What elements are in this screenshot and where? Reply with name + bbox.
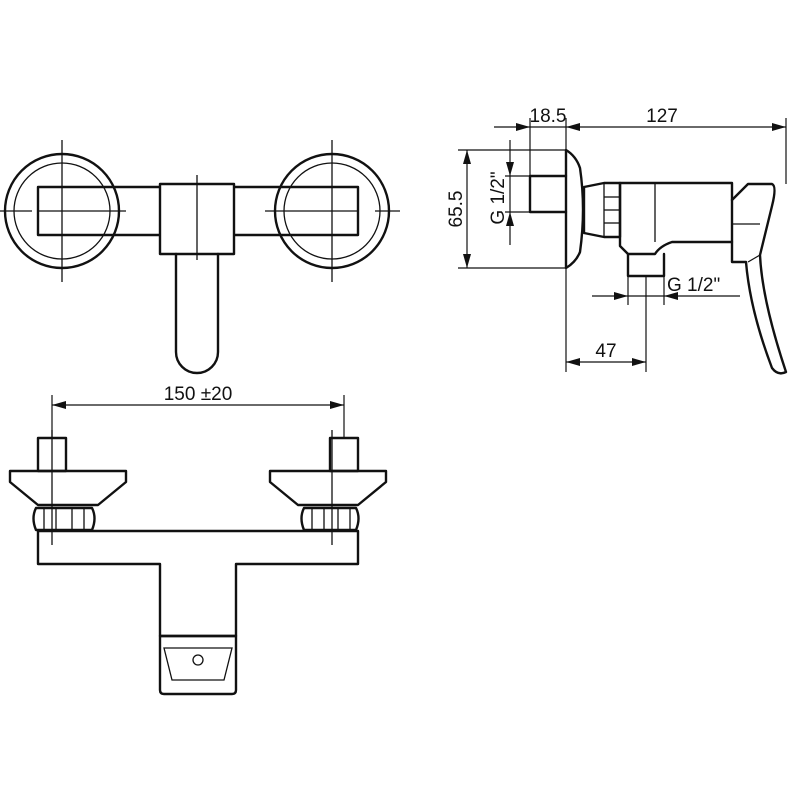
dimension-47: 47: [565, 268, 647, 372]
side-wall-flange: [564, 148, 585, 270]
dimension-label-47: 47: [595, 341, 616, 362]
top-lever-handle: [174, 252, 220, 375]
dimension-label-65-5: 65.5: [446, 191, 467, 228]
dimension-outlet-thread: G 1/2": [592, 275, 740, 305]
side-outlet: [626, 252, 666, 278]
dimension-65-5: 65.5: [446, 149, 566, 269]
left-inlet: [8, 430, 128, 545]
dimension-127: 127: [566, 106, 787, 184]
dimension-label-18-5: 18.5: [530, 106, 567, 127]
dimension-label-127: 127: [646, 106, 678, 127]
front-body: [36, 529, 360, 638]
side-inlet-connection: [528, 174, 568, 214]
side-view: [528, 148, 788, 375]
dimension-18-5: 18.5: [494, 106, 580, 176]
dimension-label-150: 150 ±20: [164, 384, 233, 405]
thread-label-inlet: G 1/2": [488, 171, 509, 224]
side-lever-handle: [730, 182, 788, 375]
dimension-inlet-thread: G 1/2": [488, 140, 530, 245]
thread-label-outlet: G 1/2": [667, 275, 720, 296]
front-lever-handle: [158, 634, 238, 696]
dimension-inlet-spacing: 150 ±20: [51, 384, 345, 438]
top-view: [0, 140, 400, 375]
right-inlet: [268, 430, 388, 545]
front-view: [8, 430, 388, 696]
side-hex-nut: [582, 181, 622, 239]
top-central-housing: [158, 175, 236, 260]
side-body: [618, 181, 734, 256]
